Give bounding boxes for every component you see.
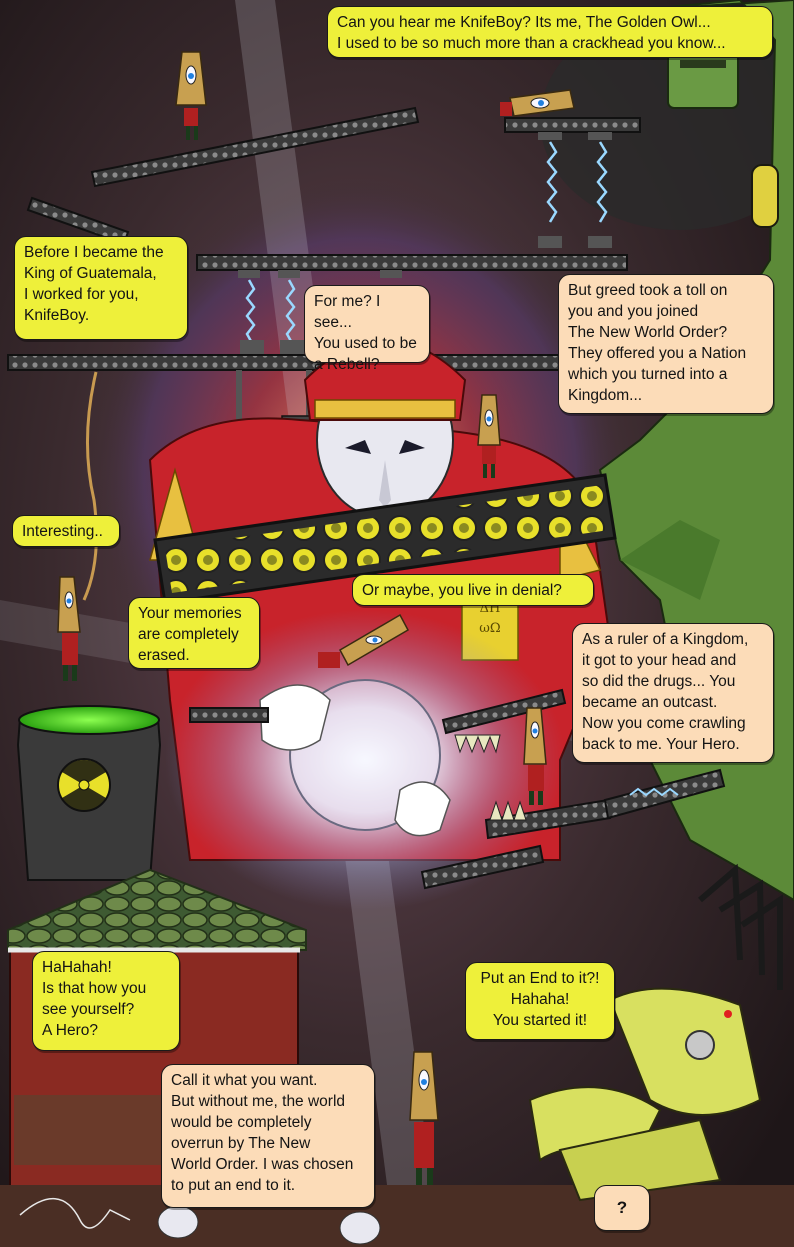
electric-arc xyxy=(546,141,558,223)
speech-bubble-interesting: Interesting.. xyxy=(12,515,120,547)
platform xyxy=(196,254,628,344)
speech-bubble-denial: Or maybe, you live in denial? xyxy=(352,574,594,606)
skull xyxy=(157,1205,199,1239)
speech-bubble-end: Put an End to it?! Hahaha! You started i… xyxy=(465,962,615,1040)
speech-bubble-for-me: For me? I see... You used to be a Rebell… xyxy=(304,285,430,373)
platform xyxy=(420,844,545,890)
knife-character xyxy=(57,576,81,681)
skull xyxy=(339,1211,381,1245)
speech-bubble-call: Call it what you want. But without me, t… xyxy=(161,1064,375,1208)
electric-arc xyxy=(245,279,256,344)
electric-arc xyxy=(629,787,679,797)
speech-bubble-king: Before I became the King of Guatemala, I… xyxy=(14,236,188,340)
platform xyxy=(90,106,420,188)
gloved-hand xyxy=(259,684,331,751)
speech-bubble-golden-owl: Can you hear me KnifeBoy? Its me, The Go… xyxy=(327,6,773,58)
platform xyxy=(189,707,269,723)
scroll-glyphs: ωΩ xyxy=(479,621,500,636)
knife-character xyxy=(500,89,575,117)
conveyor-belt xyxy=(153,473,617,605)
energy-glow xyxy=(165,610,565,910)
ground xyxy=(0,1185,794,1247)
speech-bubble-greed: But greed took a toll on you and you joi… xyxy=(558,274,774,414)
gloved-hand xyxy=(394,781,451,837)
speech-bubble-ruler: As a ruler of a Kingdom, it got to your … xyxy=(572,623,774,763)
knife-character xyxy=(318,613,410,668)
scribble xyxy=(19,1198,131,1229)
platform xyxy=(484,768,726,840)
platform xyxy=(441,688,567,754)
robot-creature xyxy=(528,863,783,1202)
speech-bubble-memories: Your memories are completely erased. xyxy=(128,597,260,669)
knife-character xyxy=(523,707,547,805)
platform xyxy=(504,117,641,248)
knife-character xyxy=(409,1051,439,1190)
toxic-barrel xyxy=(16,705,162,881)
rope xyxy=(82,371,98,601)
electric-arc xyxy=(285,279,296,344)
knife-character xyxy=(477,394,501,478)
knife-character xyxy=(175,51,207,140)
electric-arc xyxy=(596,141,608,223)
speech-bubble-question: ? xyxy=(594,1185,650,1231)
speech-bubble-hero: HaHahah! Is that how you see yourself? A… xyxy=(32,951,180,1051)
